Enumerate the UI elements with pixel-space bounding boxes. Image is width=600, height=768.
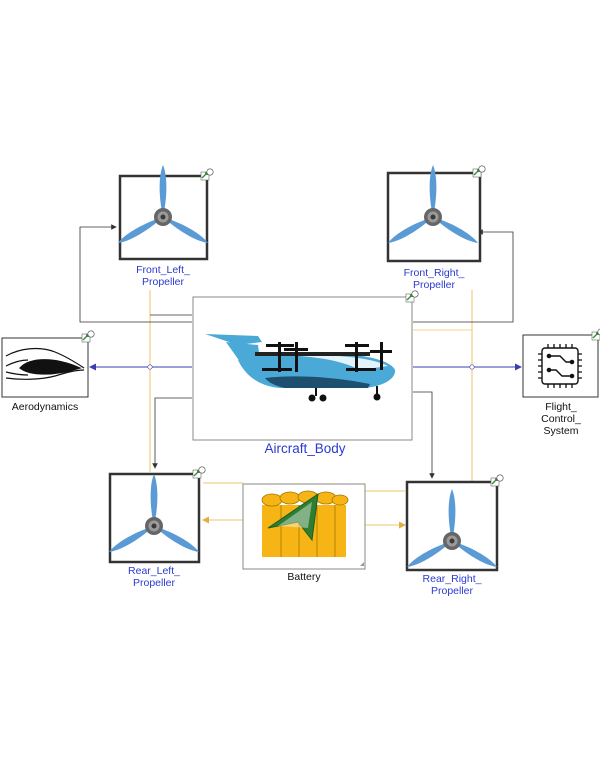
- front-left-propeller-label: Front_Left_ Propeller: [136, 264, 190, 288]
- rear-right-propeller-block[interactable]: [405, 474, 504, 572]
- airfoil-icon: [5, 347, 85, 380]
- rear-right-propeller-label: Rear_Right_ Propeller: [422, 573, 482, 597]
- battery-pack-icon: [261, 490, 349, 557]
- link-body-rear-right: [413, 391, 435, 479]
- link-body-rear-left: [152, 397, 192, 469]
- battery-label: Battery: [287, 571, 321, 583]
- subsystem-badge-icon: [81, 330, 95, 343]
- connection-lines: [79, 224, 522, 529]
- aircraft-body-block[interactable]: [192, 290, 419, 441]
- aerodynamics-label: Aerodynamics: [11, 401, 79, 413]
- subsystem-badge-icon: [472, 165, 486, 178]
- aircraft-body-label: Aircraft_Body: [264, 441, 346, 456]
- subsystem-badge-icon: [490, 474, 504, 487]
- subsystem-badge-icon: [405, 290, 419, 303]
- chip-icon: [538, 344, 582, 388]
- front-right-propeller-label: Front_Right_ Propeller: [403, 267, 465, 291]
- link-body-front-left: [79, 224, 192, 323]
- rear-left-propeller-label: Rear_Left_ Propeller: [128, 565, 180, 589]
- flight-control-block[interactable]: [522, 328, 600, 398]
- rear-left-propeller-block[interactable]: [107, 466, 206, 564]
- subsystem-badge-icon: [200, 168, 214, 181]
- front-right-propeller-block[interactable]: [386, 165, 486, 263]
- aerodynamics-block[interactable]: [1, 330, 95, 398]
- subsystem-badge-icon: [192, 466, 206, 479]
- link-body-front-right: [413, 229, 514, 323]
- front-left-propeller-block[interactable]: [116, 165, 214, 261]
- flight-control-label: Flight_ Control_ System: [541, 401, 581, 437]
- battery-block[interactable]: [242, 483, 366, 570]
- evtol-aircraft-icon: [205, 334, 396, 402]
- subsystem-badge-icon: [591, 328, 600, 341]
